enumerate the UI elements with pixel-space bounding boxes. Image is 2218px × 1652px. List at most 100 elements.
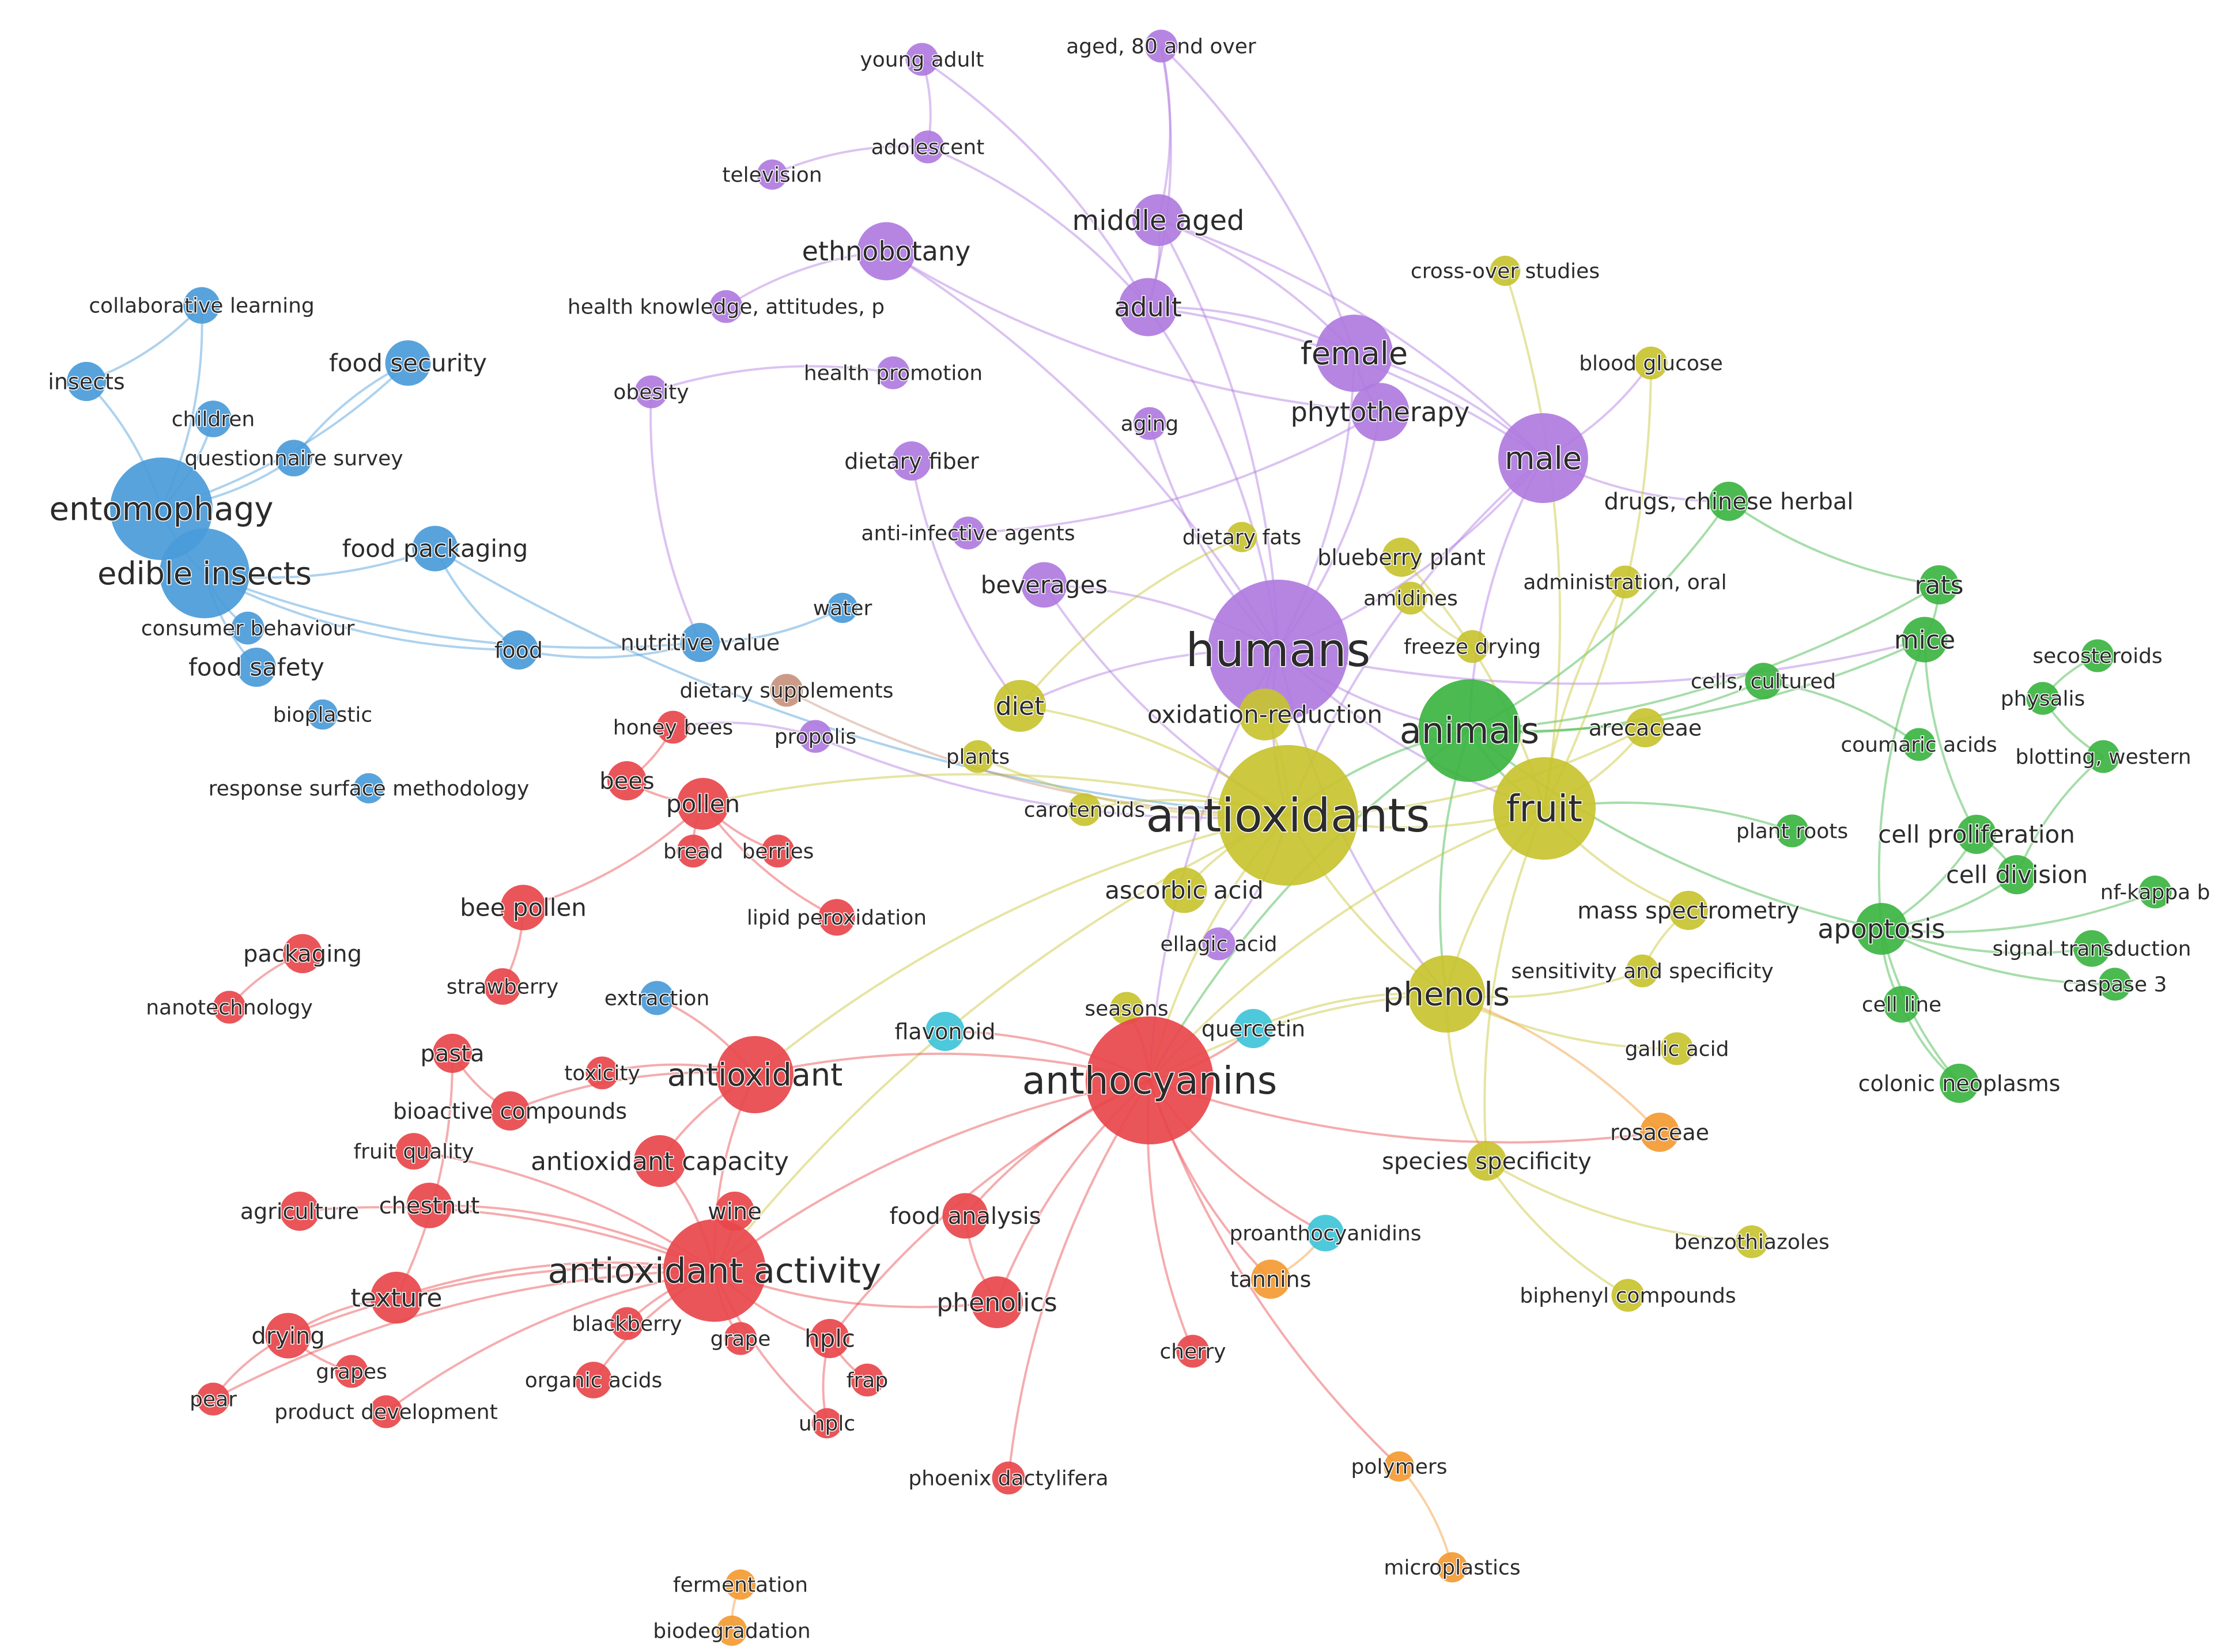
node-blueberry-plant[interactable] — [1382, 538, 1421, 577]
node-young-adult[interactable] — [905, 43, 939, 76]
node-caspase3[interactable] — [2098, 967, 2132, 1001]
node-plants[interactable] — [961, 740, 995, 773]
node-pear[interactable] — [197, 1382, 230, 1416]
node-ethnobotany[interactable] — [857, 222, 916, 281]
node-product-development[interactable] — [369, 1395, 403, 1428]
node-insects[interactable] — [67, 362, 106, 401]
node-apoptosis[interactable] — [1856, 903, 1907, 955]
node-toxicity[interactable] — [585, 1056, 619, 1090]
node-cell-division[interactable] — [1997, 855, 2036, 894]
node-food-security[interactable] — [385, 340, 431, 386]
node-packaging[interactable] — [283, 934, 322, 973]
node-grapes[interactable] — [335, 1355, 368, 1388]
node-benzothiazoles[interactable] — [1735, 1225, 1769, 1258]
node-phenols[interactable] — [1408, 955, 1485, 1033]
node-adult[interactable] — [1119, 278, 1177, 337]
node-drying[interactable] — [265, 1313, 311, 1359]
node-gallic-acid[interactable] — [1660, 1032, 1694, 1065]
node-questionnaire-survey[interactable] — [275, 440, 312, 477]
node-dietary-fiber[interactable] — [892, 441, 931, 481]
node-wine[interactable] — [715, 1192, 754, 1231]
node-proanthocyanidins[interactable] — [1307, 1215, 1344, 1252]
node-polymers[interactable] — [1384, 1451, 1415, 1482]
node-bioplastic[interactable] — [307, 699, 338, 730]
node-pollen[interactable] — [677, 778, 729, 830]
node-anti-infective[interactable] — [951, 516, 985, 550]
node-fruit[interactable] — [1493, 757, 1596, 860]
node-honey-bees[interactable] — [656, 710, 690, 744]
node-edible-insects[interactable] — [160, 528, 250, 618]
node-beverages[interactable] — [1021, 562, 1067, 608]
node-mass-spectrometry[interactable] — [1669, 891, 1708, 930]
node-drugs-chinese[interactable] — [1709, 482, 1748, 521]
node-coumaric[interactable] — [1902, 728, 1936, 761]
node-diet[interactable] — [994, 680, 1046, 732]
node-antioxidant-capacity[interactable] — [634, 1135, 686, 1187]
node-antioxidant-activity[interactable] — [663, 1219, 766, 1322]
node-propolis[interactable] — [799, 720, 832, 753]
node-extraction[interactable] — [640, 981, 674, 1015]
node-pasta[interactable] — [433, 1034, 472, 1073]
node-children[interactable] — [195, 400, 232, 437]
node-bioactive[interactable] — [490, 1091, 530, 1131]
node-blackberry[interactable] — [610, 1307, 644, 1340]
node-texture[interactable] — [371, 1272, 422, 1324]
node-amidines[interactable] — [1394, 581, 1427, 615]
node-blotting[interactable] — [2087, 740, 2120, 773]
node-adolescent[interactable] — [911, 130, 944, 164]
node-biodegradation[interactable] — [716, 1615, 747, 1646]
node-chestnut[interactable] — [406, 1182, 452, 1228]
node-cherry[interactable] — [1176, 1335, 1210, 1368]
node-aged80[interactable] — [1144, 29, 1178, 63]
node-uhplc[interactable] — [811, 1408, 842, 1439]
node-television[interactable] — [757, 159, 788, 190]
node-biphenyl[interactable] — [1611, 1279, 1645, 1312]
node-mice[interactable] — [1902, 617, 1948, 663]
node-grape[interactable] — [724, 1322, 757, 1355]
node-ascorbic-acid[interactable] — [1161, 867, 1207, 913]
node-phoenix[interactable] — [992, 1461, 1025, 1495]
node-sensitivity[interactable] — [1626, 954, 1659, 988]
node-food[interactable] — [499, 630, 538, 670]
node-fruit-quality[interactable] — [395, 1133, 432, 1170]
node-male[interactable] — [1498, 413, 1588, 503]
node-hplc[interactable] — [810, 1319, 849, 1358]
node-microplastics[interactable] — [1437, 1552, 1468, 1583]
node-secosteroids[interactable] — [2081, 639, 2114, 672]
node-food-packaging[interactable] — [412, 526, 458, 572]
node-phytotherapy[interactable] — [1351, 383, 1410, 441]
node-cell-line[interactable] — [1883, 986, 1920, 1023]
node-physalis[interactable] — [2026, 682, 2060, 715]
node-rosaceae[interactable] — [1640, 1113, 1679, 1152]
node-colonic-neoplasms[interactable] — [1940, 1064, 1979, 1103]
node-species-specificity[interactable] — [1467, 1141, 1506, 1181]
node-food-analysis[interactable] — [942, 1193, 988, 1239]
node-plant-roots[interactable] — [1775, 814, 1809, 848]
node-rats[interactable] — [1920, 565, 1959, 604]
node-nanotechnology[interactable] — [213, 991, 246, 1024]
node-nutritive-value[interactable] — [681, 623, 720, 662]
node-food-safety[interactable] — [237, 648, 276, 687]
node-frap[interactable] — [851, 1363, 884, 1397]
node-bread[interactable] — [677, 834, 710, 868]
node-dietary-supplements[interactable] — [770, 674, 803, 707]
node-bee-pollen[interactable] — [500, 884, 546, 931]
node-organic-acids[interactable] — [575, 1362, 612, 1398]
node-cell-proliferation[interactable] — [1957, 815, 1996, 854]
node-oxidation-reduction[interactable] — [1239, 689, 1291, 740]
node-antioxidant[interactable] — [716, 1036, 794, 1113]
node-strawberry[interactable] — [484, 968, 521, 1005]
node-anthocyanins[interactable] — [1086, 1016, 1214, 1144]
node-tannins[interactable] — [1251, 1260, 1290, 1299]
node-female[interactable] — [1316, 315, 1393, 392]
node-ellagic-acid[interactable] — [1202, 927, 1235, 961]
node-agriculture[interactable] — [280, 1192, 319, 1231]
node-cells-cultured[interactable] — [1745, 663, 1782, 700]
node-collaborative-learning[interactable] — [183, 287, 220, 324]
node-dietary-fats[interactable] — [1226, 521, 1257, 553]
node-signal-transduction[interactable] — [2073, 930, 2110, 967]
node-obesity[interactable] — [634, 375, 668, 409]
node-consumer-behaviour[interactable] — [231, 611, 265, 645]
node-cross-over[interactable] — [1490, 255, 1521, 286]
node-arecaceae[interactable] — [1626, 708, 1665, 747]
